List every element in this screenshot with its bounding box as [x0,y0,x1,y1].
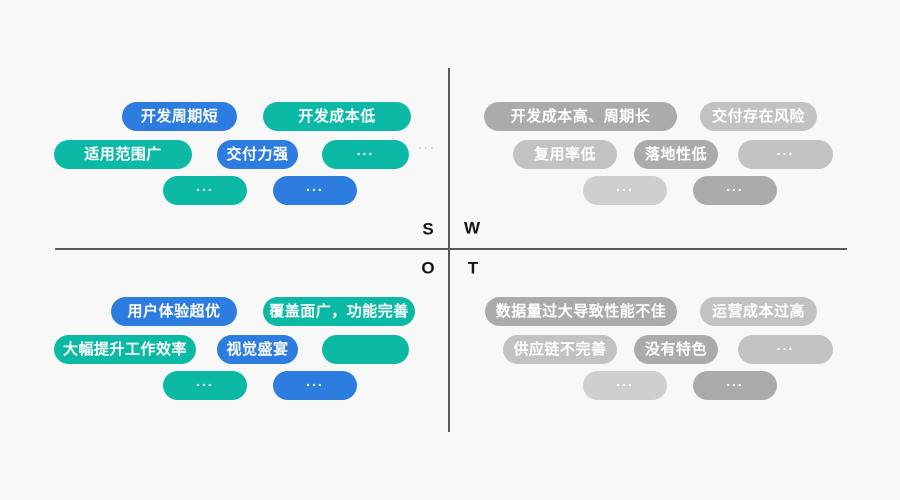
horizontal-axis-line [55,248,847,250]
pill-strengths-5: ... [163,176,247,205]
pill-opportunities-4 [322,335,409,364]
pill-weaknesses-0: 开发成本高、周期长 [484,102,677,131]
more-indicator: ... [418,136,436,152]
pill-weaknesses-2: 复用率低 [513,140,617,169]
pill-weaknesses-4: ... [738,140,833,169]
quadrant-letter-w: W [463,218,481,238]
pill-opportunities-3: 视觉盛宴 [217,335,298,364]
pill-strengths-0: 开发周期短 [122,102,237,131]
pill-opportunities-6: ... [273,371,357,400]
pill-opportunities-0: 用户体验超优 [111,297,237,326]
pill-opportunities-1: 覆盖面广，功能完善 [263,297,415,326]
vertical-axis-line [448,68,450,432]
pill-strengths-1: 开发成本低 [263,102,411,131]
pill-strengths-2: 适用范围广 [54,140,192,169]
pill-threats-6: ... [693,371,777,400]
quadrant-letter-o: O [421,258,435,278]
pill-weaknesses-3: 落地性低 [634,140,718,169]
quadrant-letter-t: T [467,258,479,278]
pill-strengths-4: ... [322,140,409,169]
pill-weaknesses-5: ... [583,176,667,205]
quadrant-letter-s: S [422,219,434,239]
pill-threats-5: ... [583,371,667,400]
pill-threats-2: 供应链不完善 [503,335,617,364]
pill-weaknesses-1: 交付存在风险 [700,102,817,131]
pill-threats-3: 没有特色 [634,335,718,364]
pill-strengths-3: 交付力强 [217,140,298,169]
pill-threats-1: 运营成本过高 [700,297,817,326]
pill-opportunities-2: 大幅提升工作效率 [54,335,196,364]
pill-opportunities-5: ... [163,371,247,400]
pill-weaknesses-6: ... [693,176,777,205]
pill-strengths-6: ... [273,176,357,205]
pill-threats-0: 数据量过大导致性能不佳 [485,297,677,326]
pill-threats-4: ... [738,335,833,364]
